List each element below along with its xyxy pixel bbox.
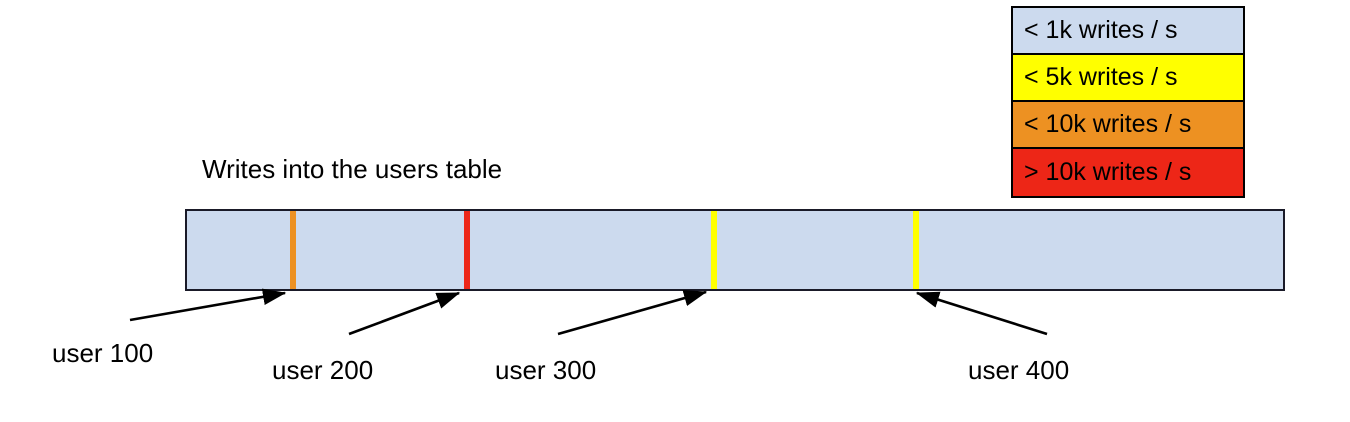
- legend-item-label: < 5k writes / s: [1024, 63, 1178, 91]
- users-table-bar: [185, 209, 1285, 291]
- legend-item-label: < 10k writes / s: [1024, 110, 1192, 138]
- marker-user-200[interactable]: [464, 211, 470, 289]
- arrow-user-100: [129, 288, 287, 322]
- callout-user-400: user 400: [968, 355, 1070, 385]
- marker-user-100[interactable]: [290, 211, 296, 289]
- marker-user-300[interactable]: [711, 211, 717, 289]
- legend-under-1k[interactable]: < 1k writes / s: [1013, 8, 1243, 55]
- legend-item-label: < 1k writes / s: [1024, 16, 1178, 44]
- arrow-user-300: [557, 290, 708, 336]
- page-title: Writes into the users table: [202, 154, 503, 184]
- legend-under-5k[interactable]: < 5k writes / s: [1013, 55, 1243, 102]
- callout-user-200: user 200: [272, 355, 374, 385]
- callout-user-100: user 100: [52, 338, 154, 368]
- arrow-user-400: [915, 291, 1048, 336]
- callout-user-300: user 300: [495, 355, 597, 385]
- legend: < 1k writes / s < 5k writes / s < 10k writ…: [1011, 6, 1245, 198]
- arrow-user-200: [348, 291, 461, 336]
- legend-item-label: > 10k writes / s: [1024, 158, 1192, 186]
- legend-under-10k[interactable]: < 10k writes / s: [1013, 102, 1243, 149]
- marker-user-400[interactable]: [913, 211, 919, 289]
- legend-over-10k[interactable]: > 10k writes / s: [1013, 149, 1243, 196]
